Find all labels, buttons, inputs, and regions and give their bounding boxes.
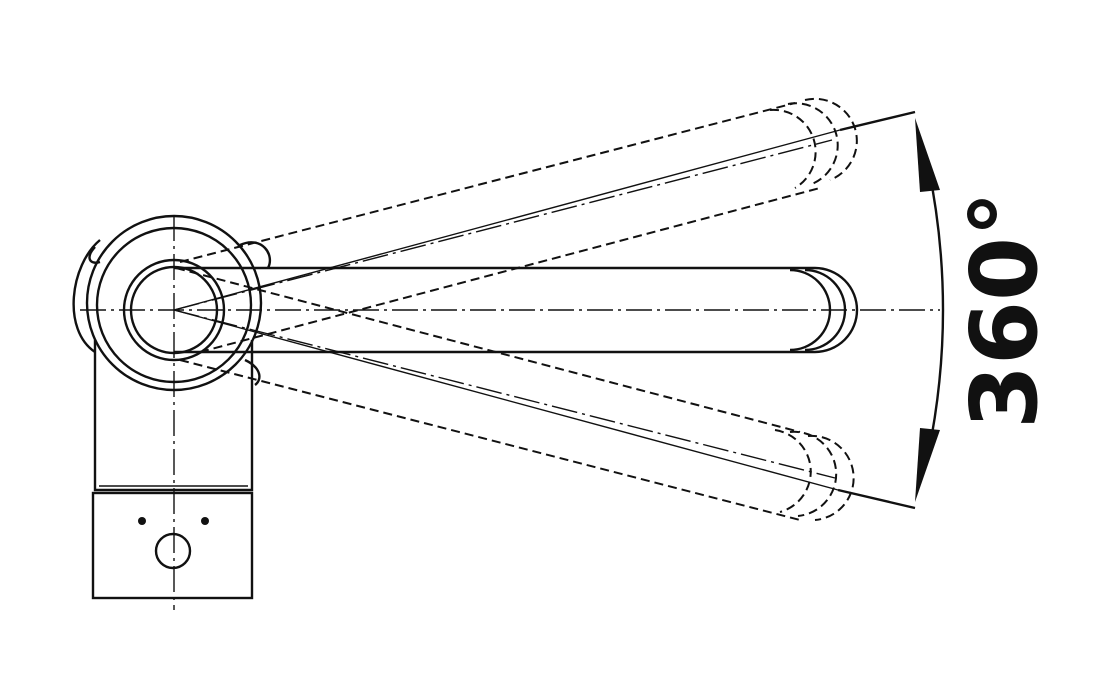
spout-lower-position bbox=[173, 267, 855, 521]
faucet-body bbox=[91, 340, 254, 600]
center-lines bbox=[80, 215, 940, 610]
mount-hole-left bbox=[138, 517, 146, 525]
arrow-up-icon bbox=[915, 118, 940, 192]
spout-upper-position bbox=[173, 97, 858, 353]
swivel-head bbox=[72, 214, 271, 392]
rotation-arc bbox=[915, 118, 945, 502]
mount-hole-right bbox=[201, 517, 209, 525]
rotation-angle-label: 360° bbox=[951, 191, 1058, 429]
arrow-down-icon bbox=[915, 428, 940, 502]
rotation-extent-lines bbox=[173, 110, 916, 510]
center-bore bbox=[154, 532, 192, 570]
